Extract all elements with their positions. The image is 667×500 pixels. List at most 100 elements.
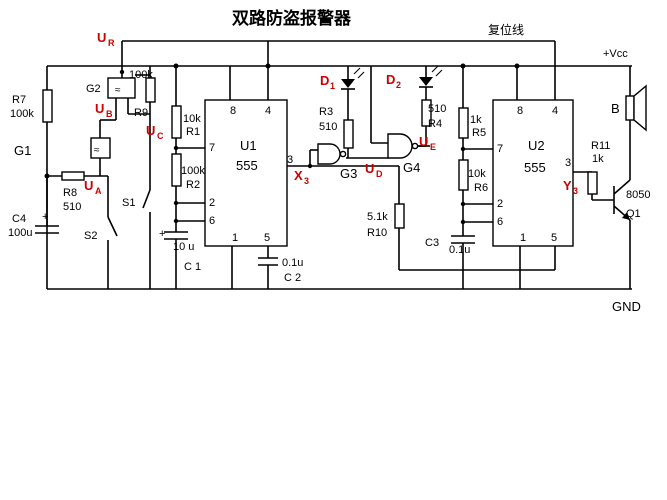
c1-name: C 1 [184,261,201,273]
node-ur: U R [97,30,115,48]
svg-text:1: 1 [330,81,335,91]
u1-type: 555 [236,158,258,173]
r1-value: 10k [183,113,201,125]
r3-name: R3 [319,106,333,118]
speaker-b: B [611,66,647,140]
r8-name: R8 [63,187,77,199]
c4-name: C4 [12,213,26,225]
c1-value: 10 u [173,241,194,253]
g1-label: G1 [14,143,31,158]
resistor-r10: 5.1k R10 [367,166,555,271]
r4-value: 510 [428,103,446,115]
svg-text:6: 6 [497,216,503,228]
svg-text:3: 3 [573,186,578,196]
svg-text:5: 5 [264,232,270,244]
svg-text:U: U [95,101,104,116]
svg-text:A: A [95,186,102,196]
speaker-label: B [611,101,620,116]
u2-name: U2 [528,138,545,153]
g2-label: G2 [86,83,101,95]
r9-value: 100k [129,69,153,81]
svg-text:U: U [97,30,106,45]
r7-value: 100k [10,108,34,120]
svg-text:D: D [320,73,329,88]
r9-name: R9 [134,107,148,119]
r10-name: R10 [367,227,387,239]
u1-name: U1 [240,138,257,153]
diagram-title: 双路防盗报警器 [232,8,352,29]
capacitor-c4: + C4 100u [8,176,59,239]
r2-value: 100k [181,165,205,177]
node-ub: U B [95,101,113,119]
q1-value: 8050 [626,189,650,201]
r6-value: 10k [468,168,486,180]
resistor-r2: 100k R2 [171,153,205,191]
led-d1 [341,66,365,120]
svg-text:Y: Y [563,178,572,193]
svg-text:4: 4 [265,105,271,117]
g3-label: G3 [340,166,357,181]
resistor-r8: R8 510 [61,171,85,213]
led-d2 [419,65,443,100]
r1-name: R1 [186,126,200,138]
capacitor-c2: 0.1u C 2 [258,257,303,289]
transistor-q1: 8050 Q1 [613,140,650,289]
c3-value: 0.1u [449,244,470,256]
reset-line-label: 复位线 [488,22,524,37]
svg-text:1: 1 [520,232,526,244]
ic-u1-555: 8 4 7 2 6 1 5 3 U1 555 [204,99,293,247]
q1-name: Q1 [626,208,641,220]
r10-value: 5.1k [367,211,388,223]
svg-text:B: B [106,109,113,119]
resistor-r11: R11 1k [587,140,610,195]
svg-text:R: R [108,38,115,48]
svg-text:≈: ≈ [94,145,100,156]
c2-value: 0.1u [282,257,303,269]
r3-value: 510 [319,121,337,133]
svg-text:E: E [430,142,436,152]
svg-text:2: 2 [209,197,215,209]
r5-value: 1k [470,114,482,126]
svg-text:C: C [157,131,164,141]
switch-s2: S2 [84,176,118,289]
node-x3: X 3 [294,168,309,186]
gate-g4: G4 [370,66,430,175]
svg-text:3: 3 [287,154,293,166]
svg-text:D: D [386,72,395,87]
node-y3: Y 3 [563,178,578,196]
c2-name: C 2 [284,272,301,284]
r8-value: 510 [63,201,81,213]
svg-text:U: U [84,178,93,193]
r11-name: R11 [591,140,610,152]
svg-text:3: 3 [565,157,571,169]
resistor-r4: 510 R4 [421,99,446,130]
node-ue: U E [419,134,436,152]
svg-text:5: 5 [551,232,557,244]
resistor-r9: 100k R9 [127,66,156,119]
svg-text:X: X [294,168,303,183]
node-d2: D 2 [386,72,401,90]
r6-name: R6 [474,182,488,194]
s2-label: S2 [84,230,97,242]
node-ua: U A [84,178,102,196]
sensor-g2: ≈ G2 [86,69,136,121]
node-ud: U D [365,161,383,179]
svg-text:1: 1 [232,232,238,244]
c4-value: 100u [8,227,32,239]
r4-name: R4 [428,118,442,130]
node-uc: U C [146,123,164,141]
svg-text:3: 3 [304,176,309,186]
resistor-r7: R7 100k [10,89,53,123]
svg-text:2: 2 [497,198,503,210]
svg-text:6: 6 [209,215,215,227]
svg-text:D: D [376,169,383,179]
r5-name: R5 [472,127,486,139]
switch-s1: S1 [122,114,151,289]
svg-text:7: 7 [209,142,215,154]
svg-text:8: 8 [230,105,236,117]
sensor-g1: ≈ [90,120,111,176]
svg-text:2: 2 [396,80,401,90]
svg-text:7: 7 [497,143,503,155]
s1-label: S1 [122,197,135,209]
